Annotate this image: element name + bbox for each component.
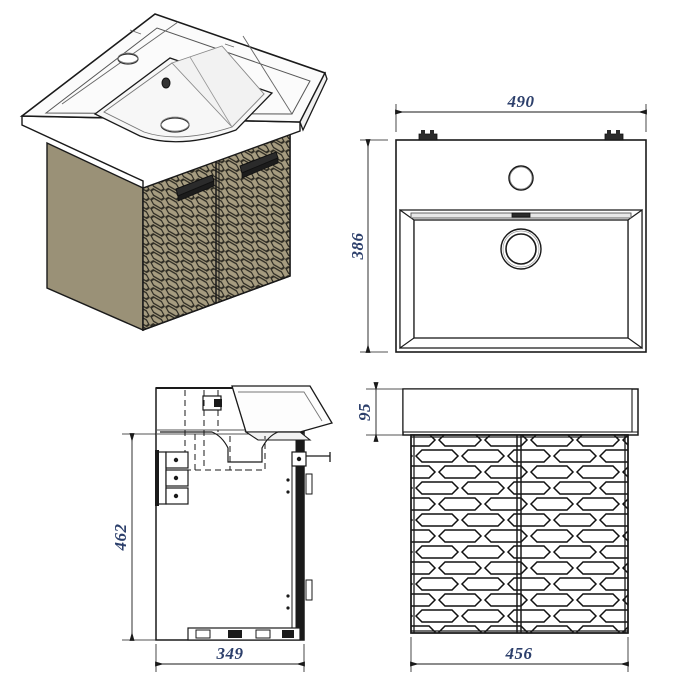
dimension-label-462: 462 <box>111 524 130 552</box>
wall-bracket-right <box>604 130 624 141</box>
door-center-gap <box>516 435 522 633</box>
wall-bracket-left <box>418 130 438 141</box>
tap-hole <box>508 165 534 191</box>
cabinet-door-face <box>142 132 291 332</box>
dimension-label-490: 490 <box>507 92 535 111</box>
cabinet-hinge-lower <box>291 451 331 467</box>
cabinet-top-rail <box>402 388 639 436</box>
cabinet-hinge-upper <box>155 450 189 506</box>
dimension-height-462: 462 <box>111 433 135 641</box>
dimension-label-349: 349 <box>216 644 244 663</box>
overflow-hole <box>161 77 171 89</box>
dimension-depth-349: 349 <box>155 644 305 667</box>
dimension-label-456: 456 <box>505 644 533 663</box>
door-handle-left[interactable] <box>175 174 215 202</box>
dimension-depth-386: 386 <box>348 139 371 353</box>
view-side-section: 462 349 <box>111 385 333 672</box>
view-top-plan: 490 386 <box>348 92 647 353</box>
dimension-label-386: 386 <box>348 233 367 261</box>
dimension-width-456: 456 <box>410 644 629 667</box>
overflow-slot <box>511 212 531 218</box>
dimension-label-95: 95 <box>355 403 374 421</box>
view-front-elevation: 95 456 <box>355 382 639 672</box>
textured-door-panel <box>410 434 629 634</box>
dimension-rail-95: 95 <box>355 382 379 442</box>
door-handle-right[interactable] <box>239 151 279 179</box>
drain-hole <box>160 117 190 133</box>
view-isometric <box>19 13 328 332</box>
washbasin <box>19 13 328 189</box>
tap-hole <box>117 53 139 65</box>
hidden-lines <box>184 390 266 471</box>
dimension-width-490: 490 <box>395 92 647 115</box>
